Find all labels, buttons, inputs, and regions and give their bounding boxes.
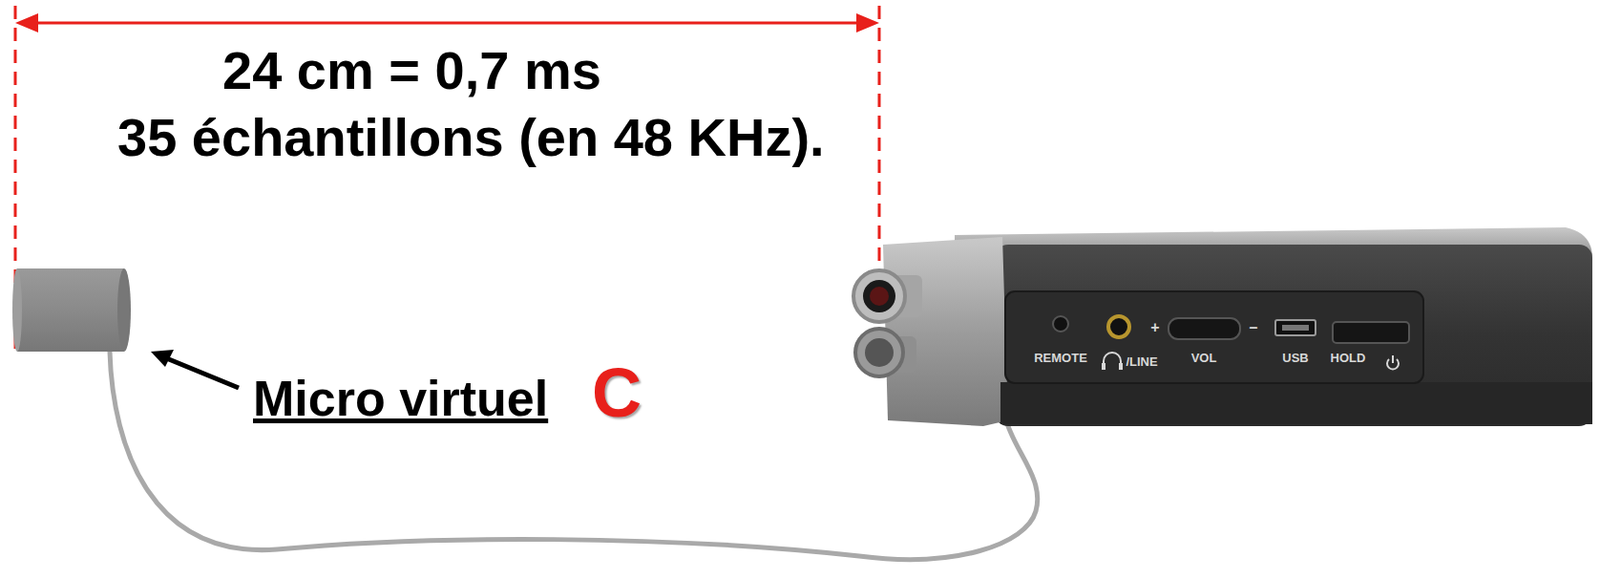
- volume-sign: +: [1150, 319, 1159, 336]
- dimension-arrowhead: [856, 13, 880, 33]
- switch-label: HOLD: [1330, 351, 1367, 364]
- leader-arrowhead: [150, 349, 174, 367]
- port-label: REMOTE: [1033, 351, 1088, 364]
- volume-sign: –: [1249, 319, 1259, 336]
- dimension-label: 35 échantillons (en 48 KHz).: [117, 110, 825, 165]
- port-label: VOL: [1191, 351, 1218, 364]
- port-label: USB: [1282, 351, 1308, 364]
- dimension-line: [32, 21, 863, 25]
- port-label: /LINE: [1125, 355, 1158, 368]
- dimension-arrowhead: [15, 13, 39, 33]
- callout-letter: C: [591, 357, 642, 427]
- dimension-label: 24 cm = 0,7 ms: [222, 43, 602, 98]
- leader-line: [164, 357, 239, 388]
- audio-recorder: [853, 227, 1593, 426]
- callout-label: Micro virtuel: [252, 373, 548, 423]
- virtual-microphone: [12, 268, 131, 352]
